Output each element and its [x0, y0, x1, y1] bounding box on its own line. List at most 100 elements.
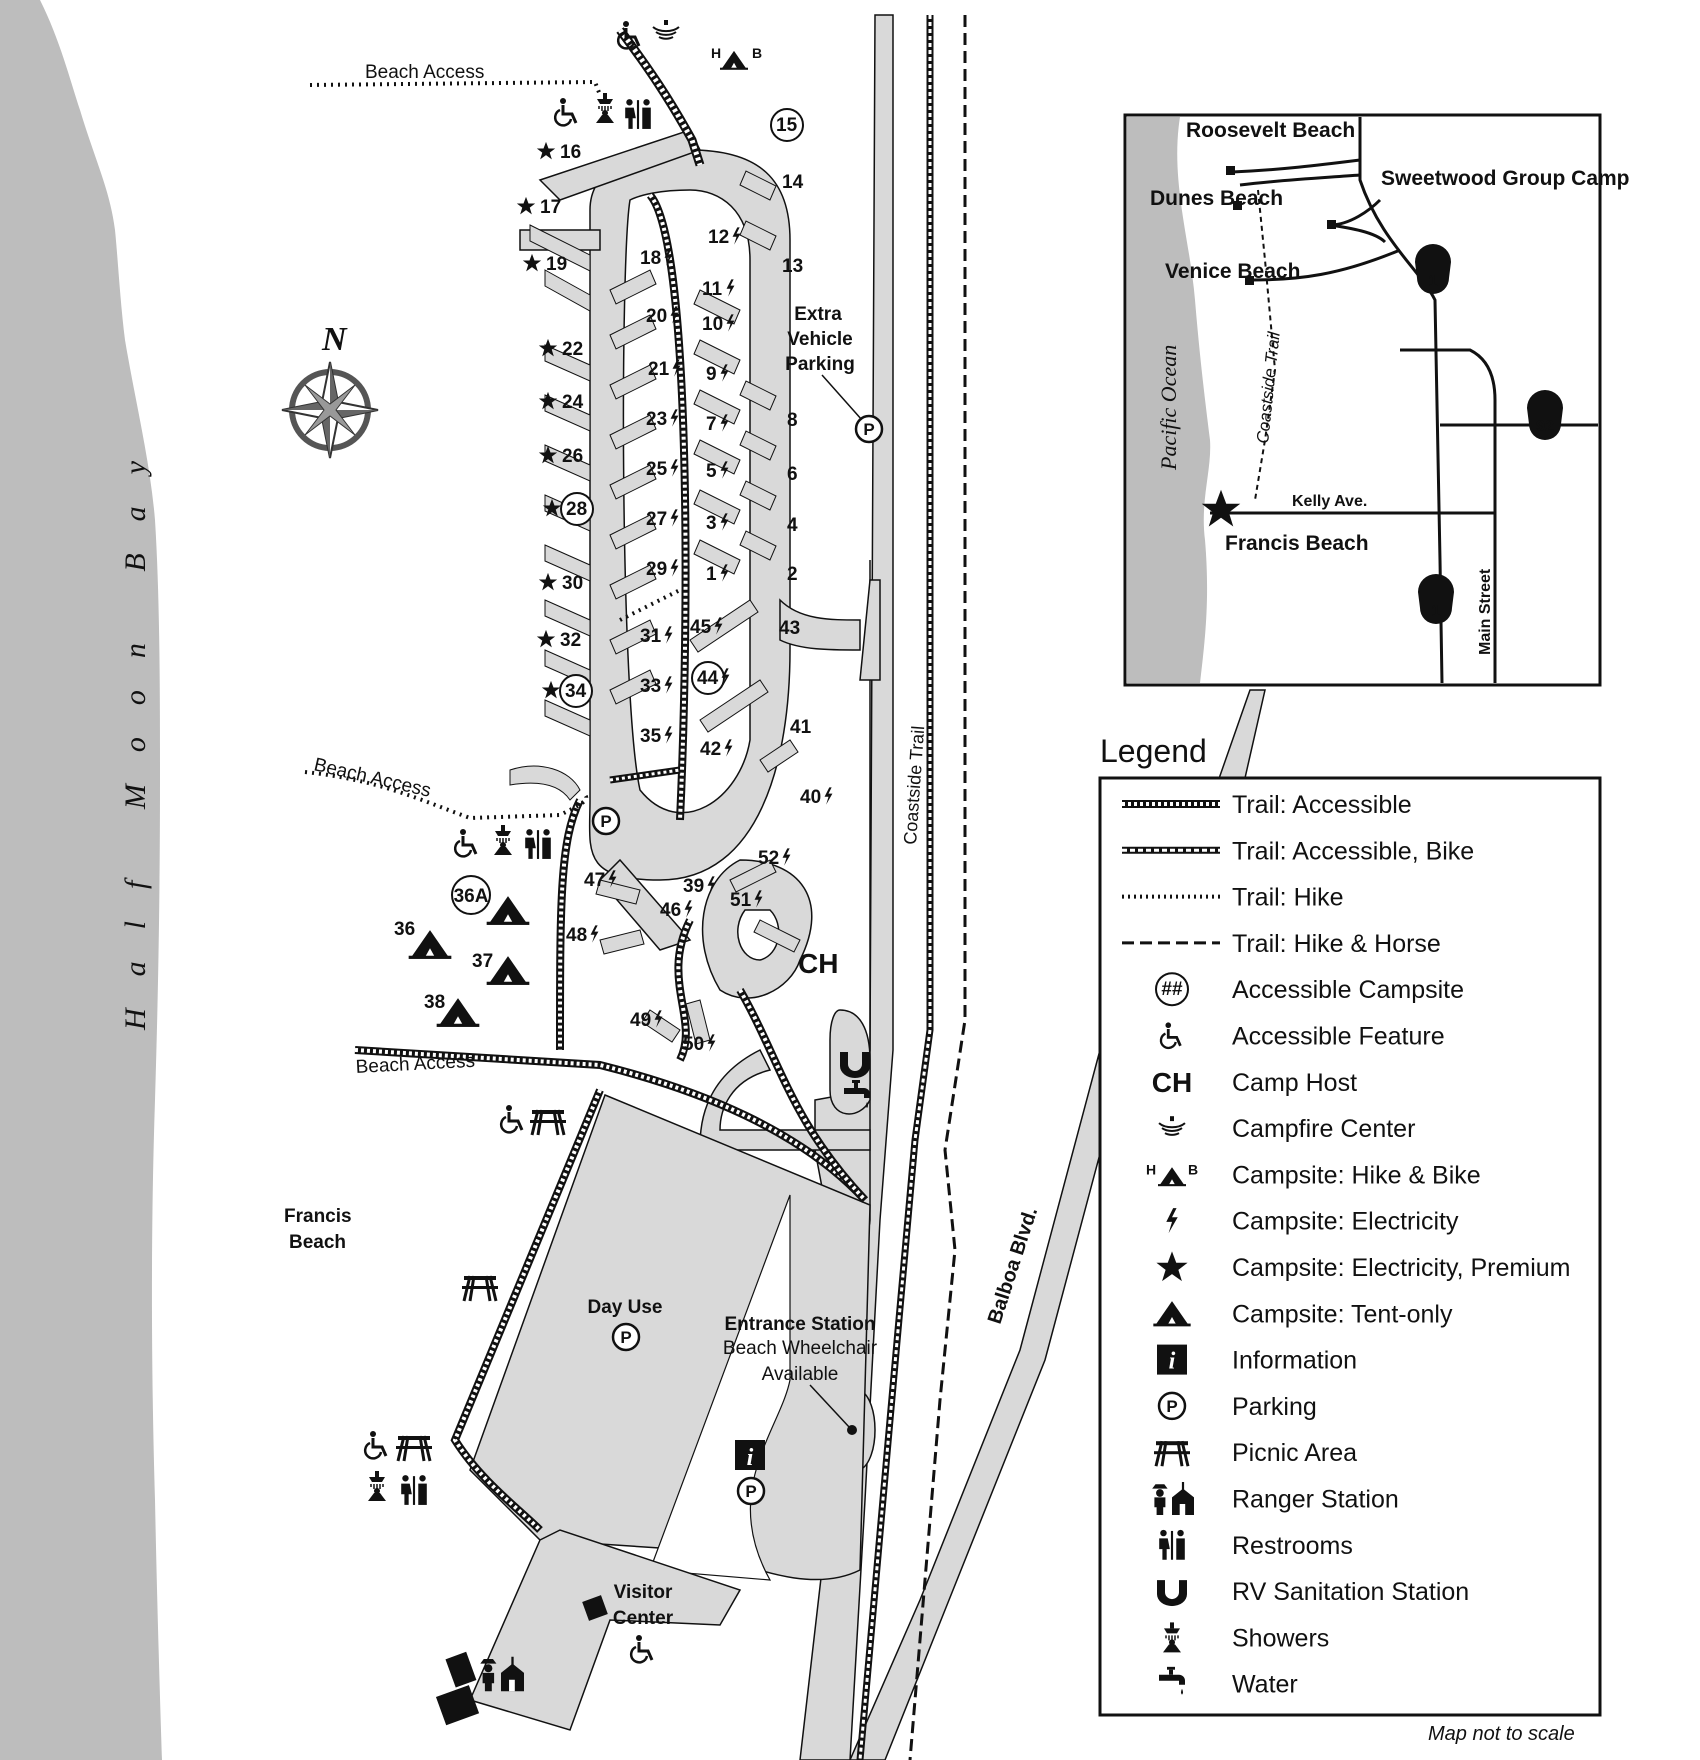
- day-use-label: Day Use: [588, 1297, 663, 1318]
- site-label-49: 49: [630, 1010, 651, 1031]
- svg-text:92: 92: [1536, 418, 1554, 435]
- legend-label: Campsite: Electricity: [1232, 1208, 1459, 1236]
- legend-row-0: Trail: Accessible: [1122, 791, 1412, 819]
- site-label-27: 27: [646, 509, 667, 530]
- site-label-8: 8: [787, 410, 798, 431]
- site-label-3: 3: [706, 513, 717, 534]
- premium-star-30: [538, 572, 558, 591]
- site-label-10: 10: [702, 314, 723, 335]
- svg-text:Kelly Ave.: Kelly Ave.: [1292, 493, 1367, 510]
- site-label-36a: 36A: [454, 886, 489, 907]
- legend-row-3: Trail: Hike & Horse: [1122, 930, 1441, 958]
- site-label-22: 22: [562, 339, 583, 360]
- site-label-12: 12: [708, 227, 729, 248]
- campground-roads: [519, 129, 881, 1471]
- lightning-icon-35: [664, 726, 673, 744]
- legend-row-4: ##Accessible Campsite: [1155, 972, 1464, 1007]
- extra-parking-label-1: Extra: [794, 304, 842, 325]
- accessible-campsite-36a: [451, 875, 491, 915]
- site-label-36: 36: [394, 919, 415, 940]
- svg-text:##: ##: [1161, 979, 1183, 1000]
- camp-host-label: CH: [798, 948, 838, 979]
- lightning-icon-12: [732, 227, 741, 245]
- accessible-campsite-icon: ##: [1155, 972, 1189, 1007]
- lightning-icon-42: [724, 739, 733, 757]
- camp-host-icon: CH: [1152, 1067, 1192, 1098]
- campfire-icon: [652, 20, 680, 40]
- hike-bike-b: B: [752, 45, 762, 61]
- premium-star-17: [516, 196, 536, 215]
- site-label-37: 37: [472, 951, 493, 972]
- site-label-17: 17: [540, 197, 561, 218]
- site-label-30: 30: [562, 573, 583, 594]
- legend-label: Campfire Center: [1232, 1115, 1415, 1143]
- svg-text:Main Street: Main Street: [1477, 568, 1494, 655]
- svg-text:Roosevelt Beach: Roosevelt Beach: [1186, 119, 1355, 142]
- site-label-44: 44: [697, 668, 719, 689]
- legend-row-19: Water: [1159, 1666, 1298, 1699]
- picnic-table-icon: [530, 1108, 566, 1136]
- showers-icon: [595, 92, 615, 124]
- compass-rose: N: [281, 321, 379, 459]
- site-label-6: 6: [787, 464, 798, 485]
- parking-icon: [854, 414, 884, 444]
- site-label-28: 28: [566, 499, 587, 520]
- picnic-table-icon: [462, 1274, 498, 1302]
- svg-text:1: 1: [1428, 271, 1437, 290]
- site-label-46: 46: [660, 900, 681, 921]
- visitor-lot: [468, 1529, 742, 1731]
- lightning-icon-52: [782, 848, 791, 866]
- site-label-34: 34: [565, 681, 587, 702]
- site-label-11: 11: [702, 279, 723, 300]
- lightning-icon-33: [664, 676, 673, 694]
- legend-label: Campsite: Hike & Bike: [1232, 1161, 1481, 1189]
- site-label-15: 15: [776, 115, 798, 136]
- site-label-19: 19: [546, 254, 567, 275]
- campsite-labels: 1617192224262830323413579101112182021232…: [516, 108, 833, 1055]
- ocean: [0, 0, 162, 1760]
- legend-label: Campsite: Tent-only: [1232, 1300, 1453, 1328]
- parking-icon: [736, 1476, 766, 1506]
- wheelchair-icon: [453, 827, 478, 859]
- coastside-trail-label: Coastside Trail: [900, 725, 928, 845]
- legend-row-17: RV Sanitation Station: [1157, 1578, 1469, 1607]
- site-label-43: 43: [779, 618, 800, 639]
- extra-parking-label-2: Vehicle: [787, 329, 853, 350]
- inset-map: Pacific Ocean Roosevelt Beach Dunes Beac…: [1123, 113, 1630, 687]
- wheelchair-note-2: Available: [762, 1364, 839, 1385]
- site-label-42: 42: [700, 739, 721, 760]
- lightning-icon-25: [670, 459, 679, 477]
- legend-row-13: Parking: [1157, 1391, 1317, 1421]
- legend-label: Trail: Accessible, Bike: [1232, 837, 1474, 865]
- wheelchair-icon: [629, 1633, 654, 1665]
- site-label-51: 51: [730, 890, 752, 911]
- premium-star-32: [536, 629, 556, 648]
- campsite-spurs: [509, 170, 801, 1045]
- accessible-campsite-44: [691, 661, 725, 695]
- accessible-campsite-28: [560, 492, 594, 526]
- legend-row-11: Campsite: Tent-only: [1153, 1300, 1453, 1328]
- site-label-39: 39: [683, 876, 704, 897]
- site-label-4: 4: [787, 515, 798, 536]
- legend-label: Camp Host: [1232, 1069, 1357, 1097]
- site-label-20: 20: [646, 306, 667, 327]
- site-label-25: 25: [646, 459, 668, 480]
- legend-label: Trail: Hike: [1232, 884, 1344, 912]
- extra-parking-leader: [821, 374, 863, 421]
- legend-label: Trail: Hike & Horse: [1232, 930, 1441, 958]
- visitor-center-label-1: Visitor: [614, 1582, 673, 1603]
- site-label-26: 26: [562, 446, 583, 467]
- parking-icon: [1157, 1391, 1187, 1421]
- francis-beach-label-1: Francis: [284, 1206, 352, 1227]
- site-label-33: 33: [640, 676, 661, 697]
- compass-north-label: N: [321, 321, 348, 358]
- wheelchair-point: [847, 1425, 857, 1435]
- lightning-icon-11: [726, 279, 735, 297]
- wheelchair-icon: [363, 1429, 388, 1461]
- site-label-41: 41: [790, 717, 812, 738]
- site-label-9: 9: [706, 364, 717, 385]
